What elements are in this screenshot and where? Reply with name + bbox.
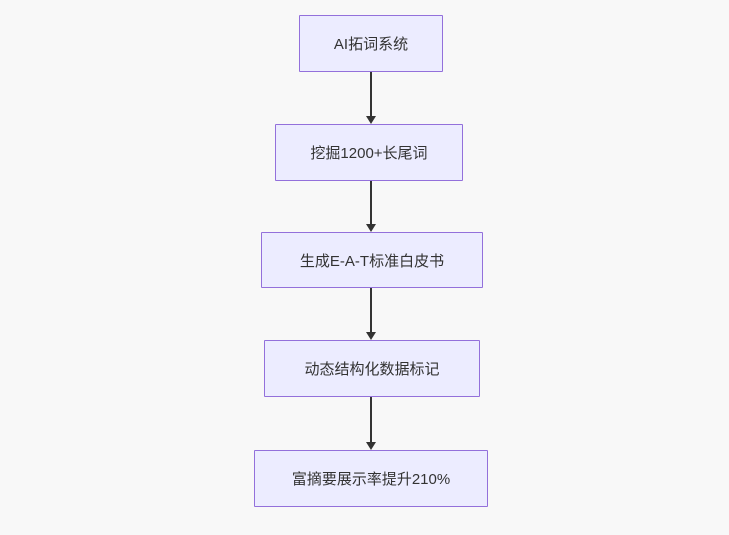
flow-node-label: 富摘要展示率提升210% bbox=[291, 471, 451, 488]
flow-node-label: 挖掘1200+长尾词 bbox=[310, 145, 428, 162]
flow-node-structured-data-markup: 动态结构化数据标记 bbox=[264, 340, 480, 397]
flow-node-longtail-keywords: 挖掘1200+长尾词 bbox=[275, 124, 463, 181]
flow-node-ai-word-expansion-system: AI拓词系统 bbox=[299, 15, 443, 72]
flow-node-label: 动态结构化数据标记 bbox=[304, 361, 440, 378]
flow-arrow-1 bbox=[366, 72, 376, 124]
flow-arrow-4 bbox=[366, 397, 376, 450]
flow-arrow-2 bbox=[366, 181, 376, 232]
arrow-head-icon bbox=[366, 224, 376, 232]
flow-arrow-3 bbox=[366, 288, 376, 340]
arrow-head-icon bbox=[366, 442, 376, 450]
arrow-line bbox=[370, 72, 372, 118]
arrow-line bbox=[370, 397, 372, 444]
flow-node-rich-snippet-rate: 富摘要展示率提升210% bbox=[254, 450, 488, 507]
flow-node-eat-whitepaper: 生成E-A-T标准白皮书 bbox=[261, 232, 483, 288]
arrow-head-icon bbox=[366, 116, 376, 124]
arrow-line bbox=[370, 288, 372, 334]
arrow-head-icon bbox=[366, 332, 376, 340]
flow-node-label: AI拓词系统 bbox=[333, 36, 409, 53]
arrow-line bbox=[370, 181, 372, 226]
flow-node-label: 生成E-A-T标准白皮书 bbox=[299, 252, 445, 270]
